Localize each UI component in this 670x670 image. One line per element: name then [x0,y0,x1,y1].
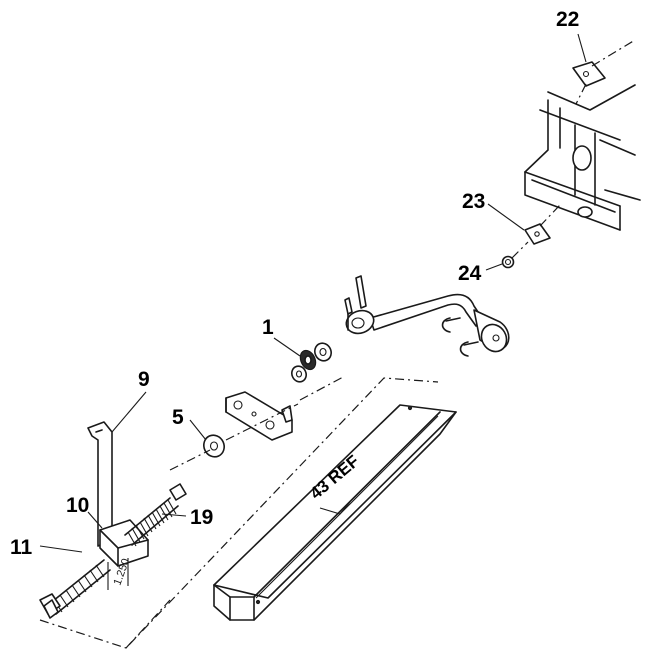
callout-23: 23 [462,190,485,213]
part-23-plate [524,223,551,245]
callout-19: 19 [190,506,213,529]
main-centerline-a [169,449,211,471]
ref-box-dash-a [39,377,439,649]
part-22-plate [572,61,606,87]
slider-bracket-assembly [39,421,187,619]
callout-11: 11 [10,536,33,559]
centerline-22 [575,83,587,105]
callout-10: 10 [66,494,89,517]
centerline-22-top [591,39,636,67]
callout-22: 22 [556,8,579,31]
main-centerline-c [299,375,346,401]
main-centerline-b [225,403,299,441]
part-24-nut [501,255,515,269]
part-43-channel [213,404,457,621]
mounting-plate [225,391,293,441]
callout-1: 1 [262,316,274,339]
callout-9: 9 [138,368,150,391]
frame-assembly [524,84,641,231]
crank-handle [344,275,510,357]
ref-box-dash-b [125,599,171,649]
callout-24: 24 [458,262,482,285]
centerline-24 [511,241,529,259]
leader-lines [39,33,587,553]
part-1-bearing [291,342,332,383]
centerline-23 [539,204,561,227]
part-5-washer [203,434,225,458]
callout-5: 5 [172,406,184,429]
